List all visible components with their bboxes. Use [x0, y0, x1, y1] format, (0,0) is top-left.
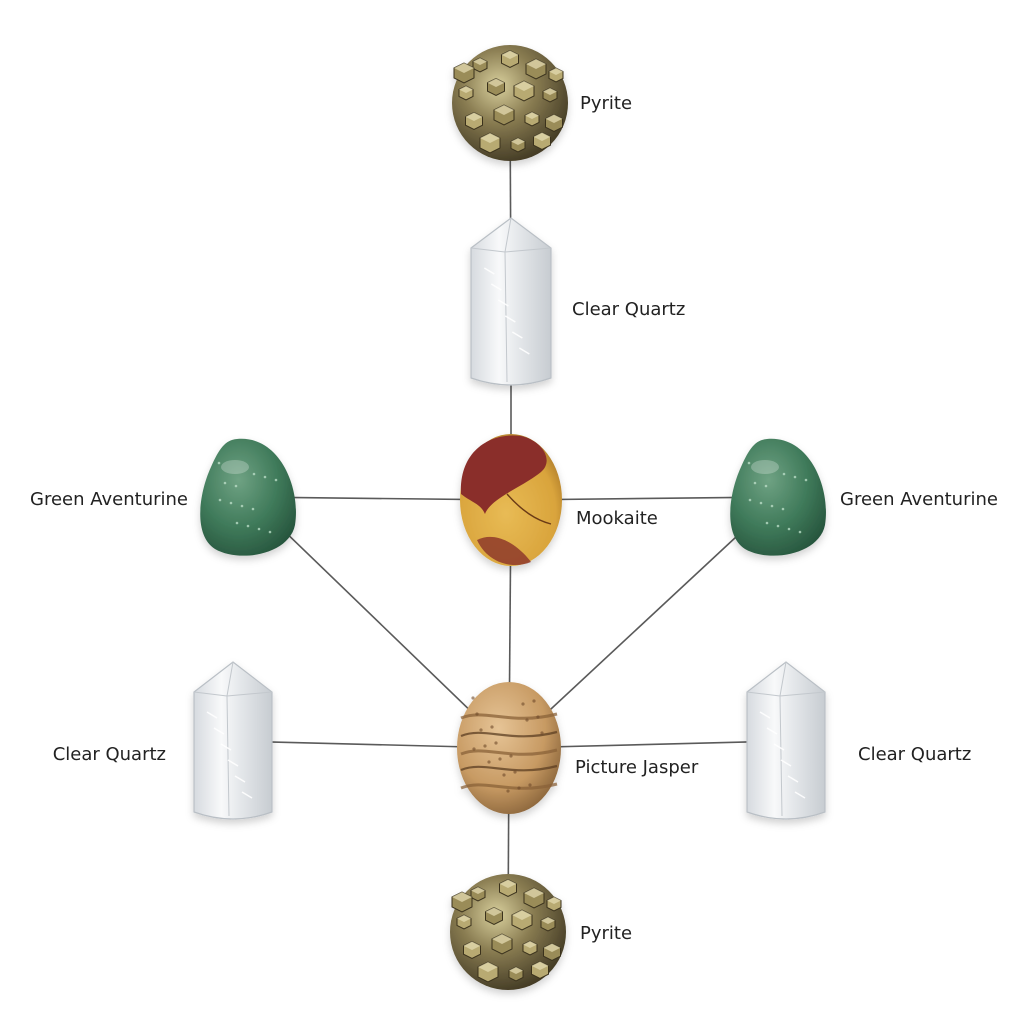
- label-mookaite-center: Mookaite: [576, 508, 658, 529]
- stone-quartz-right: [746, 661, 826, 820]
- stone-aventurine-left: [200, 438, 296, 556]
- stone-quartz-left: [193, 661, 273, 820]
- grid-line-aventurine-right-to-jasper-center: [508, 496, 780, 749]
- stone-mookaite-center: [460, 434, 562, 566]
- label-aventurine-right: Green Aventurine: [840, 489, 998, 510]
- label-quartz-left: Clear Quartz: [52, 744, 166, 765]
- stone-quartz-upper: [470, 217, 552, 386]
- label-quartz-upper: Clear Quartz: [572, 299, 686, 320]
- label-pyrite-top: Pyrite: [580, 93, 633, 114]
- label-aventurine-left: Green Aventurine: [30, 489, 188, 510]
- stone-jasper-center: [457, 682, 561, 814]
- stone-aventurine-right: [730, 438, 826, 556]
- label-pyrite-bottom: Pyrite: [580, 923, 633, 944]
- label-quartz-right: Clear Quartz: [858, 744, 972, 765]
- stone-pyrite-top: [452, 45, 568, 161]
- label-jasper-center: Picture Jasper: [575, 757, 699, 778]
- stone-pyrite-bottom: [450, 874, 566, 990]
- grid-line-aventurine-left-to-jasper-center: [248, 496, 510, 749]
